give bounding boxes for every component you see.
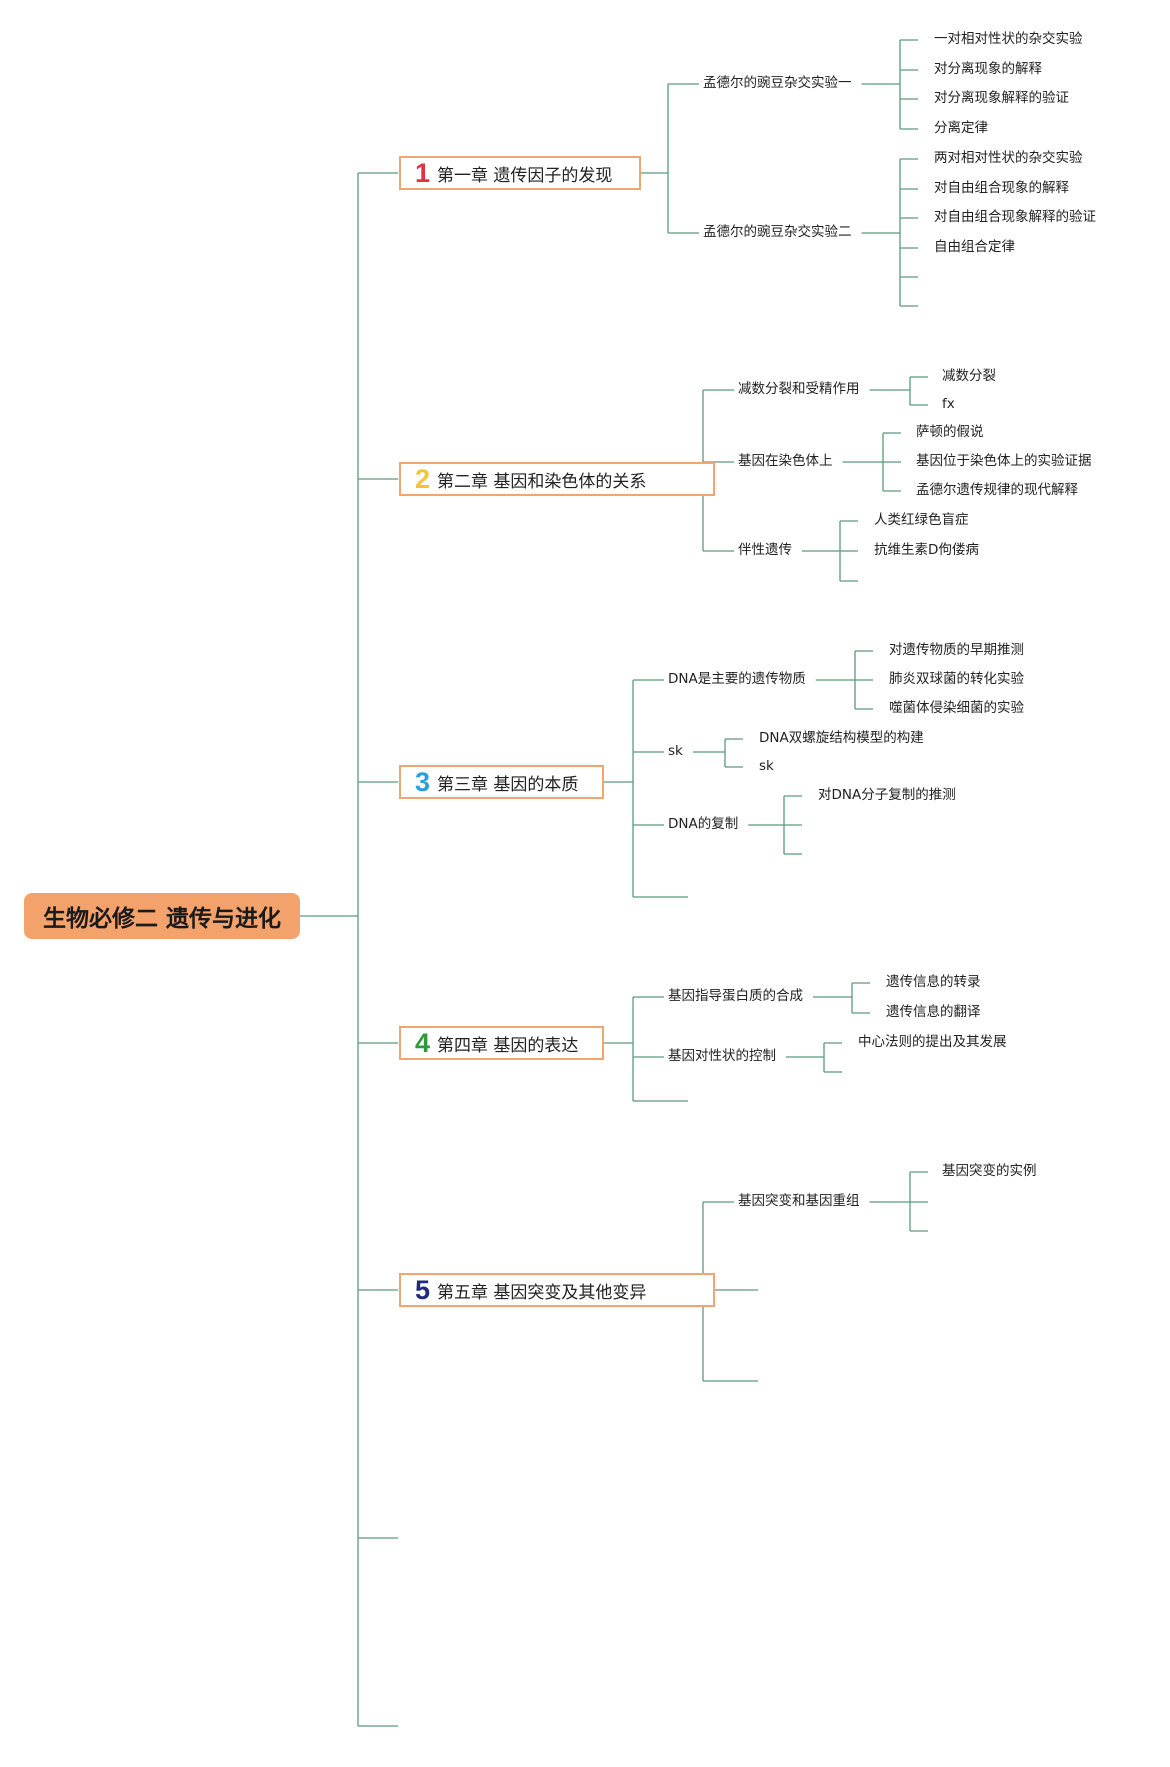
leaf-node[interactable]: 中心法则的提出及其发展 <box>858 1034 1007 1050</box>
section-node[interactable]: sk <box>668 743 683 759</box>
leaf-node[interactable]: 自由组合定律 <box>934 239 1015 255</box>
leaf-node[interactable]: 一对相对性状的杂交实验 <box>934 31 1083 47</box>
leaf-node[interactable]: 人类红绿色盲症 <box>874 512 969 528</box>
section-node[interactable]: 基因突变和基因重组 <box>738 1193 860 1209</box>
leaf-node[interactable]: 噬菌体侵染细菌的实验 <box>889 700 1024 716</box>
section-node[interactable]: 基因对性状的控制 <box>668 1048 776 1064</box>
leaf-node[interactable]: 分离定律 <box>934 120 988 136</box>
section-node[interactable]: DNA是主要的遗传物质 <box>668 671 806 687</box>
section-node[interactable]: 孟德尔的豌豆杂交实验二 <box>703 224 852 240</box>
leaf-node[interactable]: 孟德尔遗传规律的现代解释 <box>916 482 1078 498</box>
chapter-title: 第一章 遗传因子的发现 <box>437 165 613 186</box>
leaf-node[interactable]: 基因突变的实例 <box>942 1163 1037 1179</box>
section-node[interactable]: 伴性遗传 <box>738 542 792 558</box>
chapter-number: 4 <box>415 1027 431 1058</box>
chapter-node-2[interactable]: 2 第二章 基因和染色体的关系 <box>399 462 715 496</box>
leaf-node[interactable]: sk <box>759 758 774 774</box>
section-node[interactable]: 基因在染色体上 <box>738 453 833 469</box>
chapter-number: 3 <box>415 766 431 797</box>
leaf-node[interactable]: 肺炎双球菌的转化实验 <box>889 671 1024 687</box>
section-node[interactable]: 减数分裂和受精作用 <box>738 381 860 397</box>
leaf-node[interactable]: fx <box>942 396 955 412</box>
section-node[interactable]: 基因指导蛋白质的合成 <box>668 988 803 1004</box>
leaf-node[interactable]: 对分离现象的解释 <box>934 61 1042 77</box>
chapter-number: 5 <box>415 1274 431 1305</box>
leaf-node[interactable]: 遗传信息的转录 <box>886 974 981 990</box>
chapter-node-5[interactable]: 5 第五章 基因突变及其他变异 <box>399 1273 715 1307</box>
section-node[interactable]: 孟德尔的豌豆杂交实验一 <box>703 75 852 91</box>
leaf-node[interactable]: 基因位于染色体上的实验证据 <box>916 453 1092 469</box>
leaf-node[interactable]: 减数分裂 <box>942 368 996 384</box>
chapter-number: 1 <box>415 157 431 188</box>
chapter-title: 第四章 基因的表达 <box>437 1035 579 1056</box>
leaf-node[interactable]: 两对相对性状的杂交实验 <box>934 150 1083 166</box>
leaf-node[interactable]: 抗维生素D佝偻病 <box>874 542 979 558</box>
chapter-node-4[interactable]: 4 第四章 基因的表达 <box>399 1026 604 1060</box>
chapter-number: 2 <box>415 463 431 494</box>
chapter-node-3[interactable]: 3 第三章 基因的本质 <box>399 765 604 799</box>
leaf-node[interactable]: 对遗传物质的早期推测 <box>889 642 1024 658</box>
leaf-node[interactable]: 萨顿的假说 <box>916 424 984 440</box>
section-node[interactable]: DNA的复制 <box>668 816 739 832</box>
chapter-title: 第五章 基因突变及其他变异 <box>437 1282 647 1303</box>
chapter-title: 第二章 基因和染色体的关系 <box>437 471 647 492</box>
leaf-node[interactable]: 对自由组合现象的解释 <box>934 180 1069 196</box>
leaf-node[interactable]: 遗传信息的翻译 <box>886 1004 981 1020</box>
chapter-node-1[interactable]: 1 第一章 遗传因子的发现 <box>399 156 641 190</box>
root-node[interactable]: 生物必修二 遗传与进化 <box>24 893 300 939</box>
chapter-title: 第三章 基因的本质 <box>437 774 579 795</box>
leaf-node[interactable]: 对自由组合现象解释的验证 <box>934 209 1096 225</box>
leaf-node[interactable]: 对DNA分子复制的推测 <box>818 787 956 803</box>
leaf-node[interactable]: DNA双螺旋结构模型的构建 <box>759 730 924 746</box>
leaf-node[interactable]: 对分离现象解释的验证 <box>934 90 1069 106</box>
